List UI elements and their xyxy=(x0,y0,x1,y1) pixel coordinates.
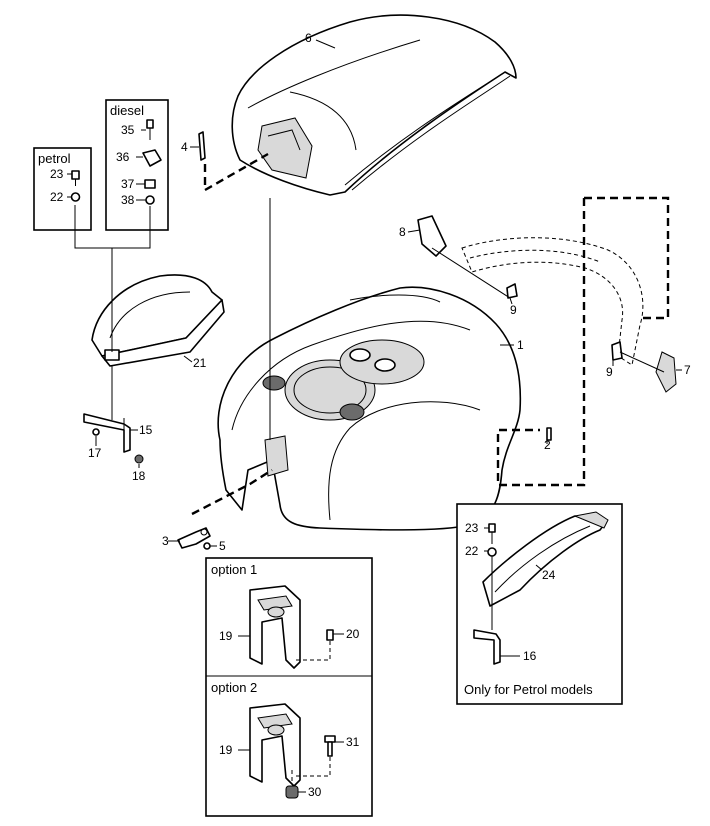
side-cover-part xyxy=(91,274,225,367)
callout-20: 20 xyxy=(346,627,360,641)
option-1-guard-part xyxy=(249,585,301,669)
callout-5: 5 xyxy=(219,539,226,553)
petrol-box: petrol xyxy=(33,147,92,231)
petrol-box-title: petrol xyxy=(38,151,71,166)
callout-31: 31 xyxy=(346,735,360,749)
callout-15: 15 xyxy=(139,423,153,437)
callout-17: 17 xyxy=(88,446,102,460)
petrol-models-caption: Only for Petrol models xyxy=(464,682,593,697)
diesel-box-title: diesel xyxy=(110,103,144,118)
callout-36: 36 xyxy=(116,150,130,164)
callout-23-petrol-models: 23 xyxy=(465,521,479,535)
callout-37: 37 xyxy=(121,177,135,191)
option-1-title: option 1 xyxy=(211,562,257,577)
callout-23-petrol: 23 xyxy=(50,167,64,181)
callout-6: 6 xyxy=(305,31,312,45)
callout-2: 2 xyxy=(544,438,551,452)
callout-8: 8 xyxy=(399,225,406,239)
bracket-15-part xyxy=(83,413,144,464)
callout-4: 4 xyxy=(181,140,188,154)
callout-7: 7 xyxy=(684,363,691,377)
fender-extension-part xyxy=(417,215,677,393)
callout-19-option-1: 19 xyxy=(219,629,233,643)
callout-3: 3 xyxy=(162,534,169,548)
callout-38: 38 xyxy=(121,193,135,207)
callout-1: 1 xyxy=(517,338,524,352)
diesel-box: diesel xyxy=(105,99,169,231)
callout-30: 30 xyxy=(308,785,322,799)
callout-21: 21 xyxy=(193,356,207,370)
hood-cover-part xyxy=(231,14,517,196)
option-2-title: option 2 xyxy=(211,680,257,695)
option-2-guard-part xyxy=(249,703,301,787)
callout-24: 24 xyxy=(542,568,556,582)
callout-9-lower: 9 xyxy=(606,365,613,379)
options-frame: option 1 option 2 19 20 19 31 30 xyxy=(205,557,373,817)
callout-9-upper: 9 xyxy=(510,303,517,317)
callout-18: 18 xyxy=(132,469,146,483)
rear-body-part xyxy=(217,286,522,531)
callout-22-petrol-models: 22 xyxy=(465,544,479,558)
callout-35: 35 xyxy=(121,123,135,137)
callout-16: 16 xyxy=(523,649,537,663)
petrol-models-box: Only for Petrol models xyxy=(456,503,623,705)
callout-22-petrol: 22 xyxy=(50,190,64,204)
callout-19-option-2: 19 xyxy=(219,743,233,757)
